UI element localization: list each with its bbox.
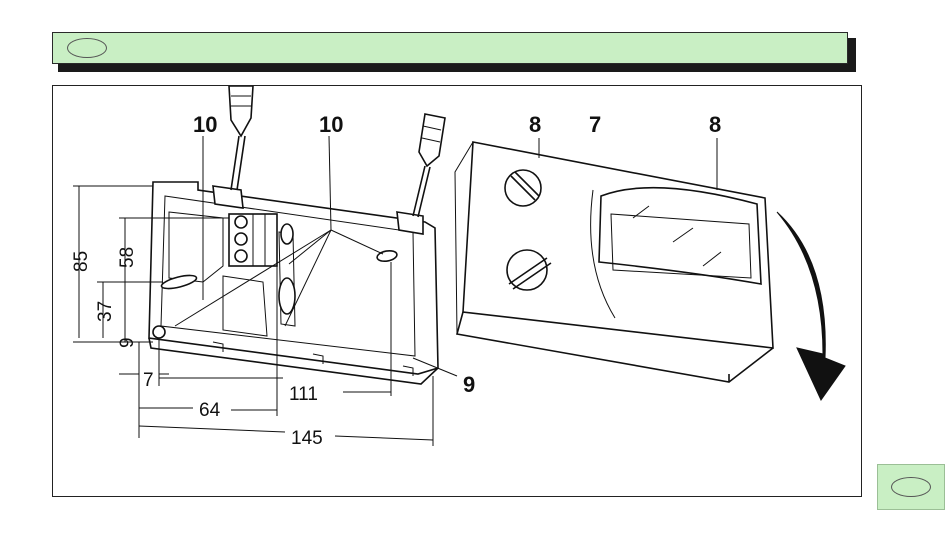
callout-9: 9 xyxy=(463,372,475,397)
diagram-frame: 10 10 8 7 8 9 85 58 37 9 7 111 64 145 xyxy=(52,85,862,497)
screwdriver-left xyxy=(229,86,253,190)
callout-8-right: 8 xyxy=(709,112,721,137)
dim-85: 85 xyxy=(71,251,92,272)
dim-111: 111 xyxy=(289,384,318,405)
dim-37: 37 xyxy=(95,301,116,322)
callout-10-right: 10 xyxy=(319,112,343,137)
callout-7: 7 xyxy=(589,112,601,137)
thermostat-cover xyxy=(455,138,773,382)
dim-145: 145 xyxy=(291,428,323,449)
dim-9: 9 xyxy=(117,337,138,348)
dim-64: 64 xyxy=(199,400,221,421)
wall-base-plate xyxy=(149,136,438,384)
callout-10-left: 10 xyxy=(193,112,217,137)
curved-arrow xyxy=(777,212,845,400)
screwdriver-right xyxy=(413,114,445,217)
installation-diagram: 10 10 8 7 8 9 85 58 37 9 7 111 64 145 xyxy=(53,86,863,498)
corner-tab xyxy=(877,464,945,510)
language-oval-icon xyxy=(67,38,107,58)
dim-7: 7 xyxy=(143,370,154,391)
callout-8-left: 8 xyxy=(529,112,541,137)
language-oval-icon xyxy=(891,477,931,497)
header-bar xyxy=(52,32,848,64)
dim-58: 58 xyxy=(117,247,138,268)
